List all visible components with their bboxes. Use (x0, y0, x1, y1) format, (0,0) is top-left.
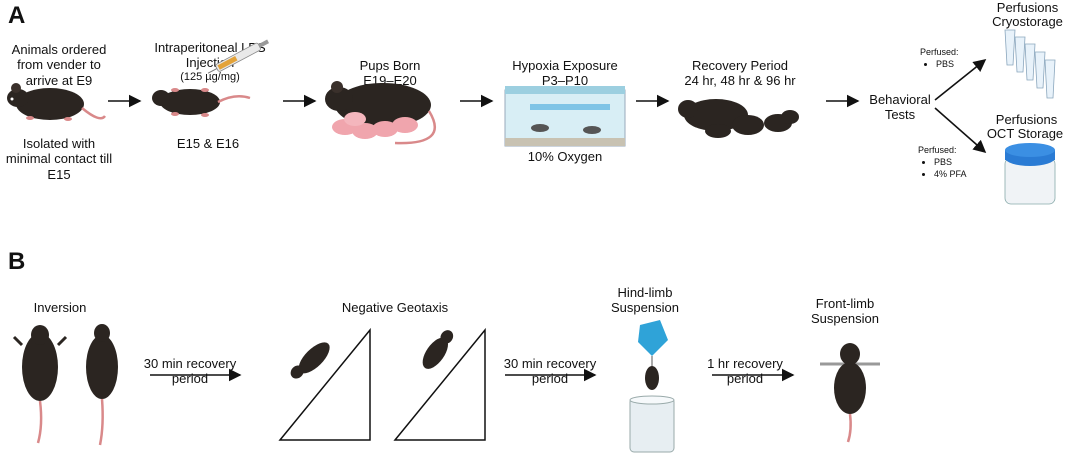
perfused-bottom-item: PBS (934, 156, 967, 168)
front-limb-label: Front-limb Suspension (811, 296, 879, 327)
perfused-bottom-item: 4% PFA (934, 168, 967, 180)
inversion-label: Inversion (33, 300, 87, 315)
oxygen-label: 10% Oxygen (527, 149, 603, 164)
hind-limb-suspension-icon (629, 320, 675, 453)
hypoxia-title: Hypoxia Exposure (512, 58, 618, 73)
panel-label-b: B (8, 248, 26, 275)
recovery-times: 24 hr, 48 hr & 96 hr (684, 73, 796, 88)
recovery-mice-icon (678, 99, 799, 138)
cryostorage-title: Perfusions (996, 0, 1059, 15)
recovery-title: Recovery Period (691, 58, 789, 73)
oct-sub: OCT Storage (986, 126, 1064, 141)
negative-geotaxis-label: Negative Geotaxis (341, 300, 449, 315)
flow-arrows (108, 59, 987, 154)
cryo-tubes-icon (1004, 29, 1056, 99)
inversion-mouse-icon (12, 325, 68, 444)
front-limb-suspension-icon (820, 343, 880, 443)
hypoxia-days: P3–P10 (541, 73, 589, 88)
mother-with-pups-icon (325, 81, 436, 145)
panel-label-a: A (8, 2, 26, 29)
arrow-branch-top (934, 59, 987, 101)
geotaxis-ramp-1 (278, 327, 371, 441)
step-animals-ordered-label: Animals ordered from vender to arrive at… (11, 42, 107, 88)
geotaxis-mouse-2 (422, 330, 454, 369)
injection-days-label: E15 & E16 (176, 136, 240, 151)
adult-mouse-icon (7, 83, 107, 121)
injected-mouse-icon (152, 88, 251, 117)
geotaxis-ramp-2 (393, 327, 486, 441)
perfused-top-item: PBS (936, 58, 959, 70)
lps-dose-label: (125 µg/mg) (180, 71, 240, 83)
behavioral-tests-label: Behavioral Tests (869, 92, 931, 123)
hypoxia-chamber-icon (504, 86, 626, 147)
step-isolated-label: Isolated with minimal contact till E15 (5, 136, 113, 182)
perfused-top-list: Perfused: PBS (920, 46, 959, 70)
pups-born-title: Pups Born (359, 58, 421, 73)
oct-title: Perfusions (995, 112, 1058, 127)
oct-container-icon (1004, 143, 1056, 205)
inversion-mouse-upright-icon (86, 324, 118, 446)
syringe-icon (207, 39, 270, 74)
cryostorage-sub: Cryostorage (992, 14, 1063, 29)
perfused-bottom-heading: Perfused: (918, 145, 957, 155)
geotaxis-mouse-1 (290, 342, 330, 379)
hind-limb-label: Hind-limb Suspension (611, 285, 679, 316)
perfused-bottom-list: Perfused: PBS 4% PFA (918, 144, 967, 180)
arrow-branch-bottom (934, 107, 987, 154)
perfused-top-heading: Perfused: (920, 47, 959, 57)
